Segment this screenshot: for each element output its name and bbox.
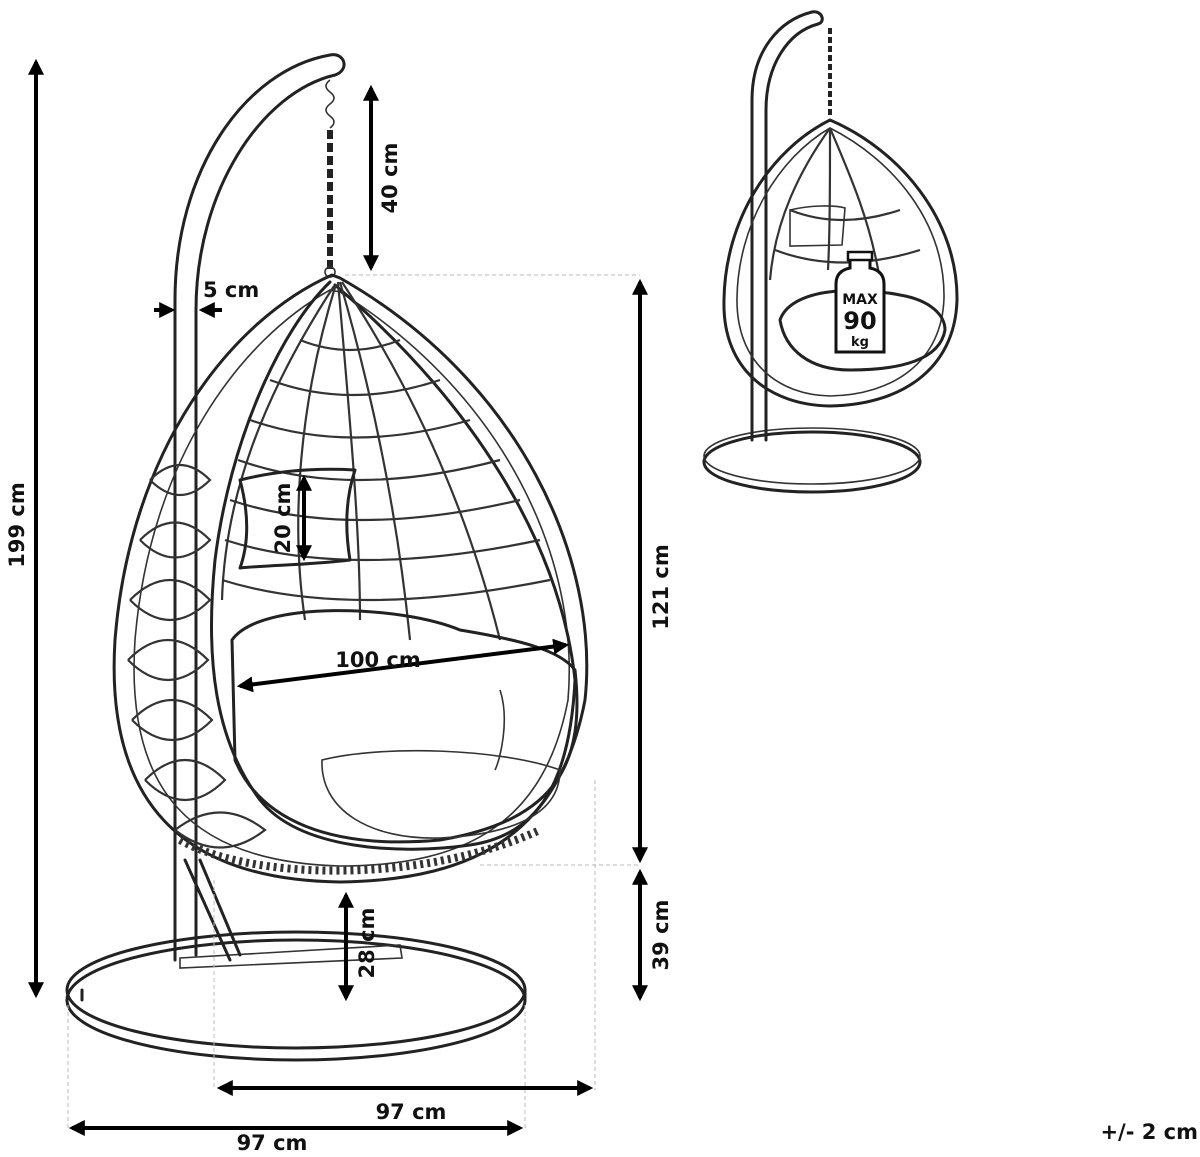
load-chair-drawing: MAX 90 kg	[702, 10, 959, 494]
dimension-total-height: 199 cm	[5, 58, 44, 999]
hanging-chain	[324, 79, 336, 278]
dimension-seat-width: 100 cm	[236, 638, 570, 693]
stand-pole	[173, 53, 346, 962]
label-ground-clearance: 39 cm	[649, 900, 673, 971]
dimension-ground-clearance: 39 cm	[632, 868, 673, 1002]
label-base-diameter: 97 cm	[237, 1131, 308, 1155]
label-pillow-height: 20 cm	[271, 483, 295, 554]
label-seat-width: 100 cm	[335, 648, 420, 672]
dimension-seat-to-base: 28 cm	[338, 891, 379, 1002]
label-seat-to-base: 28 cm	[355, 908, 379, 979]
tolerance-note: +/- 2 cm	[1100, 1120, 1198, 1144]
dimension-basket-depth: 97 cm	[216, 1080, 594, 1124]
max-load-label: MAX	[842, 292, 878, 308]
dimension-pillow-height: 20 cm	[271, 474, 312, 562]
egg-basket	[112, 273, 589, 884]
label-basket-depth: 97 cm	[376, 1100, 447, 1124]
dimension-stand-thickness: 5 cm	[154, 278, 259, 318]
max-load-value: 90	[843, 307, 876, 335]
dimension-chain-length: 40 cm	[363, 84, 402, 272]
max-load-unit: kg	[851, 335, 869, 350]
back-pillow	[238, 467, 357, 570]
dimension-basket-height: 121 cm	[632, 278, 673, 864]
label-chain-length: 40 cm	[378, 143, 402, 214]
label-basket-height: 121 cm	[649, 544, 673, 629]
label-total-height: 199 cm	[5, 482, 29, 567]
main-chair-drawing	[65, 53, 589, 1062]
seat-cushion	[230, 609, 579, 844]
guide-lines	[67, 274, 640, 1130]
weight-icon: MAX 90 kg	[834, 250, 886, 354]
label-stand-thickness: 5 cm	[203, 278, 259, 302]
dimension-base-diameter: 97 cm	[68, 1120, 524, 1155]
stand-base	[65, 930, 527, 1062]
